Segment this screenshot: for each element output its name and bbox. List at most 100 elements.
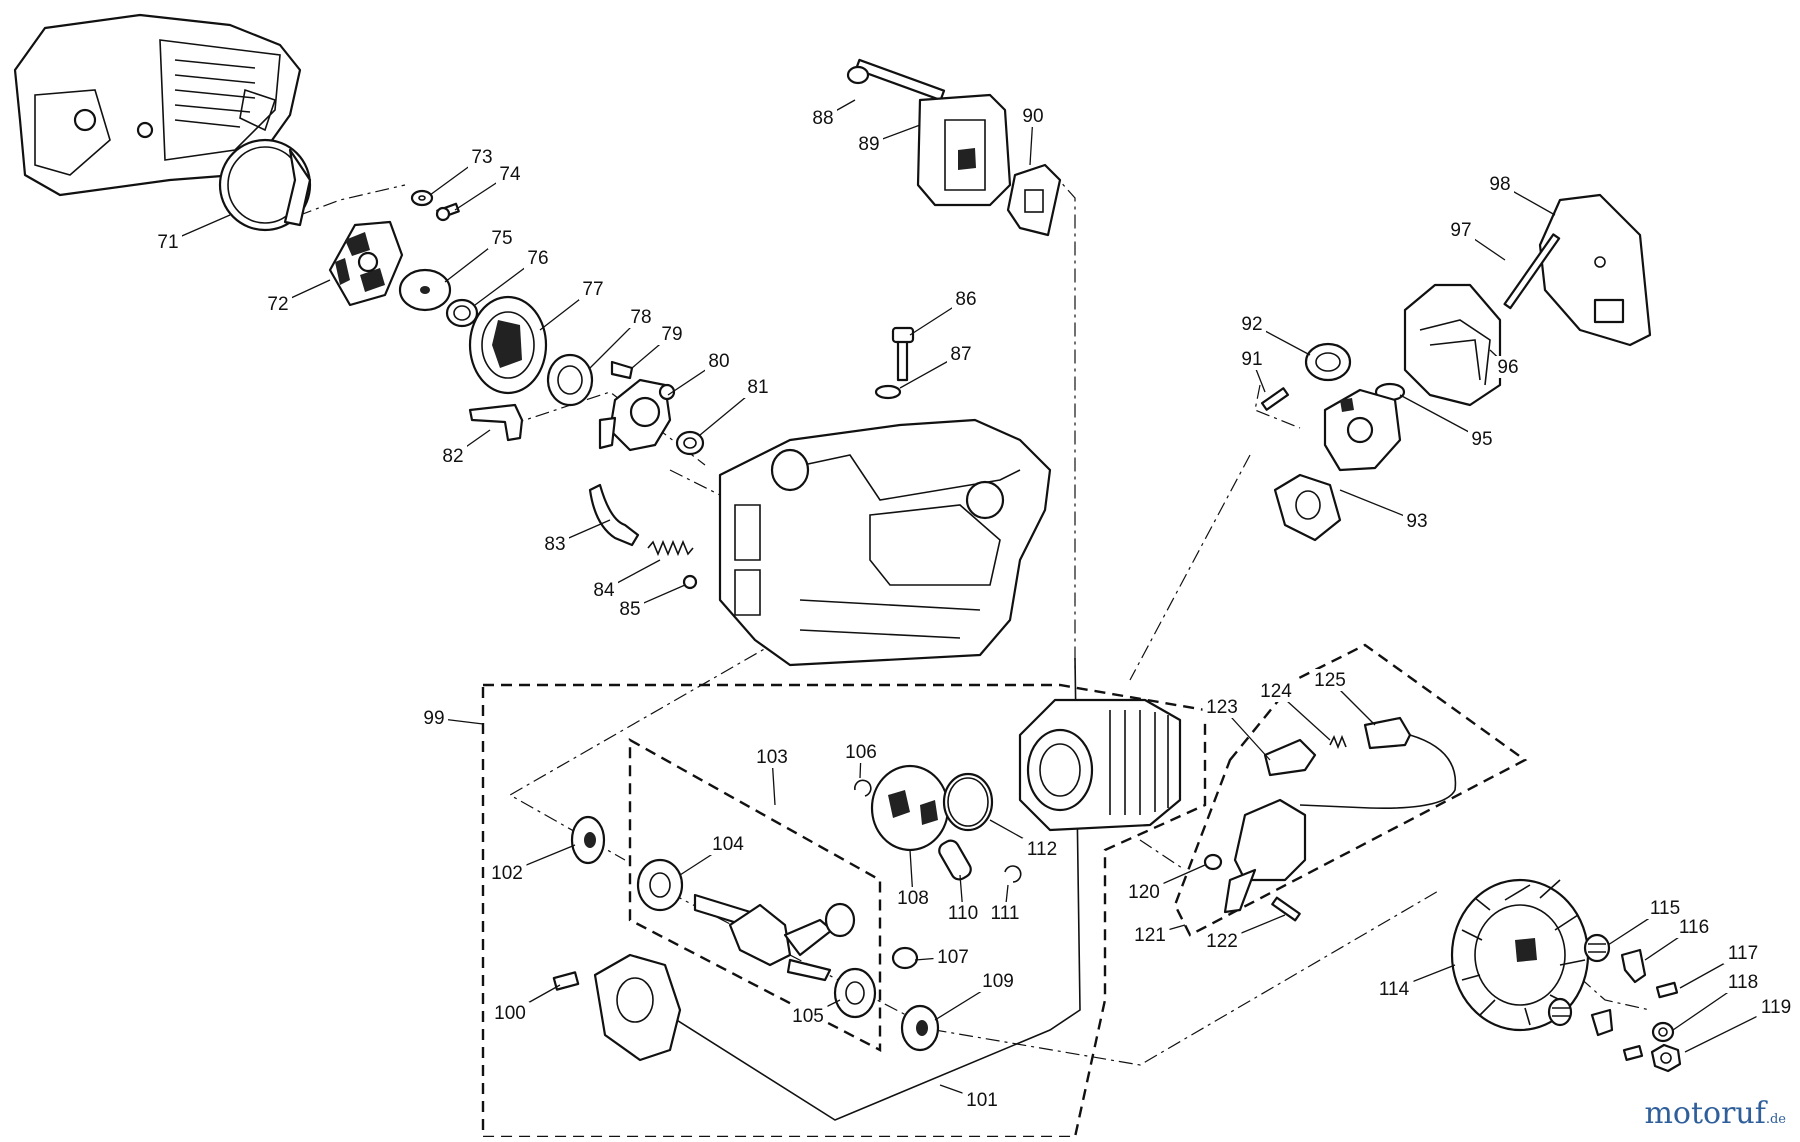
screw-74-part bbox=[435, 202, 460, 222]
clip-106-part bbox=[854, 779, 872, 797]
screw-97-part bbox=[1503, 233, 1561, 310]
part-label-112: 112 bbox=[1027, 839, 1057, 860]
crankshaft-part bbox=[693, 893, 856, 982]
screw-117-part bbox=[1655, 981, 1679, 999]
spring-115-part bbox=[1583, 933, 1611, 963]
part-label-91: 91 bbox=[1241, 349, 1262, 370]
plug-85-part bbox=[682, 574, 698, 590]
part-label-101: 101 bbox=[966, 1090, 998, 1111]
group-121-boundary bbox=[1173, 643, 1528, 937]
nut-119-part bbox=[1650, 1043, 1682, 1073]
part-label-120: 120 bbox=[1128, 882, 1160, 903]
part-label-77: 77 bbox=[582, 279, 603, 300]
screw-122-part bbox=[1271, 896, 1301, 922]
part-label-71: 71 bbox=[157, 232, 178, 253]
part-label-bg-95 bbox=[1468, 428, 1496, 450]
part-label-102: 102 bbox=[491, 863, 523, 884]
part-label-79: 79 bbox=[661, 324, 682, 345]
group-103-boundary bbox=[628, 737, 882, 1052]
air-filter-96-part bbox=[1403, 283, 1502, 407]
part-label-100: 100 bbox=[494, 1003, 526, 1024]
crankcase-half-part bbox=[593, 953, 682, 1062]
part-label-bg-116 bbox=[1674, 916, 1714, 938]
washer-73-part bbox=[410, 189, 434, 207]
part-label-bg-124 bbox=[1256, 680, 1296, 702]
flywheel-part bbox=[1450, 878, 1590, 1032]
ring-112-part bbox=[942, 772, 994, 832]
spring-124-part bbox=[1329, 734, 1347, 750]
intake-93-part bbox=[1273, 473, 1342, 542]
part-label-88: 88 bbox=[812, 108, 833, 129]
part-label-90: 90 bbox=[1022, 106, 1043, 127]
part-label-123: 123 bbox=[1206, 697, 1238, 718]
part-label-bg-74 bbox=[496, 163, 524, 185]
part-label-bg-88 bbox=[809, 107, 837, 129]
part-label-bg-83 bbox=[541, 533, 569, 555]
part-label-bg-108 bbox=[893, 887, 933, 909]
part-label-bg-99 bbox=[420, 707, 448, 729]
part-label-bg-100 bbox=[490, 1002, 530, 1024]
part-label-bg-78 bbox=[627, 306, 655, 328]
part-label-97: 97 bbox=[1450, 220, 1471, 241]
carburetor-part bbox=[1323, 388, 1402, 472]
part-label-121: 121 bbox=[1134, 925, 1166, 946]
part-label-108: 108 bbox=[897, 888, 929, 909]
part-label-122: 122 bbox=[1206, 931, 1238, 952]
screw-91-part bbox=[1260, 387, 1290, 411]
bearing-105-part bbox=[833, 967, 877, 1019]
bearing-104-part bbox=[636, 858, 684, 912]
watermark-suffix: .de bbox=[1765, 1112, 1786, 1127]
pawl-116-part bbox=[1620, 948, 1647, 984]
part-label-116: 116 bbox=[1679, 917, 1709, 938]
ignition-wire bbox=[1299, 734, 1457, 809]
part-label-bg-114 bbox=[1374, 978, 1414, 1000]
part-label-bg-72 bbox=[264, 293, 292, 315]
boot-125-part bbox=[1363, 716, 1412, 750]
clip-111-part bbox=[1004, 865, 1022, 883]
part-label-106: 106 bbox=[845, 742, 877, 763]
cover-98-part bbox=[1538, 193, 1652, 347]
part-label-bg-90 bbox=[1019, 105, 1047, 127]
part-number-labels: 7172737475767778798081828384858687888990… bbox=[154, 105, 1796, 1111]
part-label-114: 114 bbox=[1379, 979, 1410, 1000]
part-label-bg-120 bbox=[1124, 881, 1164, 903]
part-label-bg-105 bbox=[788, 1005, 828, 1027]
spring-dup-part bbox=[1547, 997, 1573, 1027]
washer-75-part bbox=[398, 268, 452, 312]
part-label-84: 84 bbox=[593, 580, 615, 601]
washer-120-part bbox=[1203, 853, 1223, 871]
bearing-107-part bbox=[891, 946, 919, 970]
lever-82-part bbox=[468, 403, 524, 442]
bearing-76-part bbox=[445, 298, 479, 328]
part-label-96: 96 bbox=[1497, 357, 1518, 378]
part-label-bg-117 bbox=[1723, 942, 1763, 964]
part-label-82: 82 bbox=[442, 446, 463, 467]
part-label-74: 74 bbox=[499, 164, 521, 185]
part-label-bg-85 bbox=[616, 598, 644, 620]
part-label-115: 115 bbox=[1650, 898, 1680, 919]
pawl-dup-part bbox=[1590, 1008, 1614, 1037]
part-label-76: 76 bbox=[527, 248, 548, 269]
part-label-118: 118 bbox=[1728, 972, 1758, 993]
clutch-part bbox=[328, 220, 404, 307]
seal-109-part bbox=[900, 1004, 940, 1052]
choke-92-part bbox=[1304, 342, 1352, 382]
ignition-coil-part bbox=[1223, 798, 1307, 914]
part-label-bg-93 bbox=[1403, 510, 1431, 532]
part-label-92: 92 bbox=[1241, 314, 1262, 335]
spark-plug-123-part bbox=[1263, 738, 1317, 777]
bolt-88-part bbox=[846, 58, 946, 102]
part-label-bg-73 bbox=[468, 146, 496, 168]
part-label-110: 110 bbox=[948, 903, 978, 924]
part-label-bg-102 bbox=[487, 862, 527, 884]
part-label-87: 87 bbox=[950, 344, 971, 365]
part-label-104: 104 bbox=[712, 834, 744, 855]
part-label-73: 73 bbox=[471, 147, 492, 168]
part-label-81: 81 bbox=[747, 377, 768, 398]
part-label-bg-125 bbox=[1310, 669, 1350, 691]
part-label-103: 103 bbox=[756, 747, 788, 768]
screw-dup-part bbox=[1622, 1044, 1644, 1062]
piston-pin-110-part bbox=[938, 839, 972, 881]
part-label-bg-107 bbox=[933, 946, 973, 968]
